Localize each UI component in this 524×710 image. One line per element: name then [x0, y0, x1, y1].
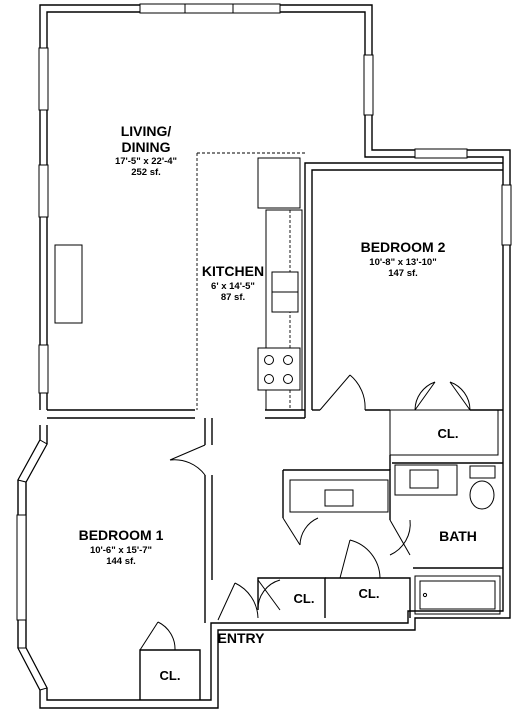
bath-label: BATH: [439, 528, 477, 544]
door-entry: [217, 582, 259, 621]
toilet-bowl: [469, 480, 495, 510]
windows: [16, 3, 512, 691]
door-hall-closet-right: [339, 539, 381, 579]
room-labels: LIVING/ DINING 17'-5" x 22'-4" 252 sf. K…: [79, 123, 477, 683]
kitchen-area: 87 sf.: [221, 292, 245, 303]
window-living-left-1: [38, 47, 49, 111]
refrigerator: [257, 157, 301, 209]
door-bedroom1: [169, 444, 206, 476]
bedroom1-label: BEDROOM 1: [79, 527, 164, 543]
bedroom2-label: BEDROOM 2: [361, 239, 446, 255]
bedroom2-area: 147 sf.: [388, 268, 418, 279]
bedroom1-area: 144 sf.: [106, 556, 136, 567]
bedroom2-closet-box: [389, 409, 499, 456]
window-bay-upper: [17, 439, 48, 483]
window-bedroom2-right: [501, 184, 512, 246]
window-living-left-3: [38, 344, 49, 394]
window-bedroom1-left: [16, 514, 27, 621]
hall-closet-right-label: CL.: [359, 586, 380, 601]
door-bedroom1-closet: [139, 621, 176, 651]
hall-closet-left-label: CL.: [294, 591, 315, 606]
counter: [265, 209, 303, 411]
door-bedroom2-closet-r: [449, 381, 471, 411]
kitchen-fixtures: [196, 152, 305, 411]
window-living-right: [363, 54, 374, 116]
vanity-bath: [394, 464, 458, 496]
bedroom1-dimensions: 10'-6" x 15'-7": [90, 545, 152, 556]
bedroom2-closet-label: CL.: [438, 426, 459, 441]
kitchen-label: KITCHEN: [202, 263, 264, 279]
fireplace: [54, 244, 83, 324]
window-bedroom2-top: [414, 148, 468, 159]
door-hall-closet-left: [257, 579, 281, 611]
doors: [139, 374, 471, 651]
hall-sink: [324, 489, 354, 507]
bedroom1-closet-label: CL.: [160, 668, 181, 683]
living-area: 252 sf.: [131, 167, 161, 178]
window-living-left-2: [38, 164, 49, 218]
door-bedroom2-closet-l: [414, 381, 436, 411]
bedroom2-dimensions: 10'-8" x 13'-10": [369, 257, 436, 268]
bathtub: [414, 575, 501, 615]
bath-sink: [409, 469, 439, 489]
kitchen-dimensions: 6' x 14'-5": [211, 281, 255, 292]
door-linen: [282, 517, 319, 546]
interior-walls: [47, 162, 503, 700]
window-living-top: [139, 3, 281, 14]
door-bedroom2: [319, 374, 366, 411]
vanity-hall: [289, 479, 389, 513]
toilet-tank: [469, 465, 496, 479]
living-dimensions: 17'-5" x 22'-4": [115, 156, 177, 167]
entry-label: ENTRY: [218, 630, 266, 646]
living-label-1: LIVING/: [121, 123, 172, 139]
bath-fixtures: [289, 464, 501, 615]
door-bath: [389, 519, 411, 556]
window-bay-lower: [17, 647, 48, 691]
stove: [257, 347, 301, 391]
living-label-2: DINING: [122, 139, 171, 155]
